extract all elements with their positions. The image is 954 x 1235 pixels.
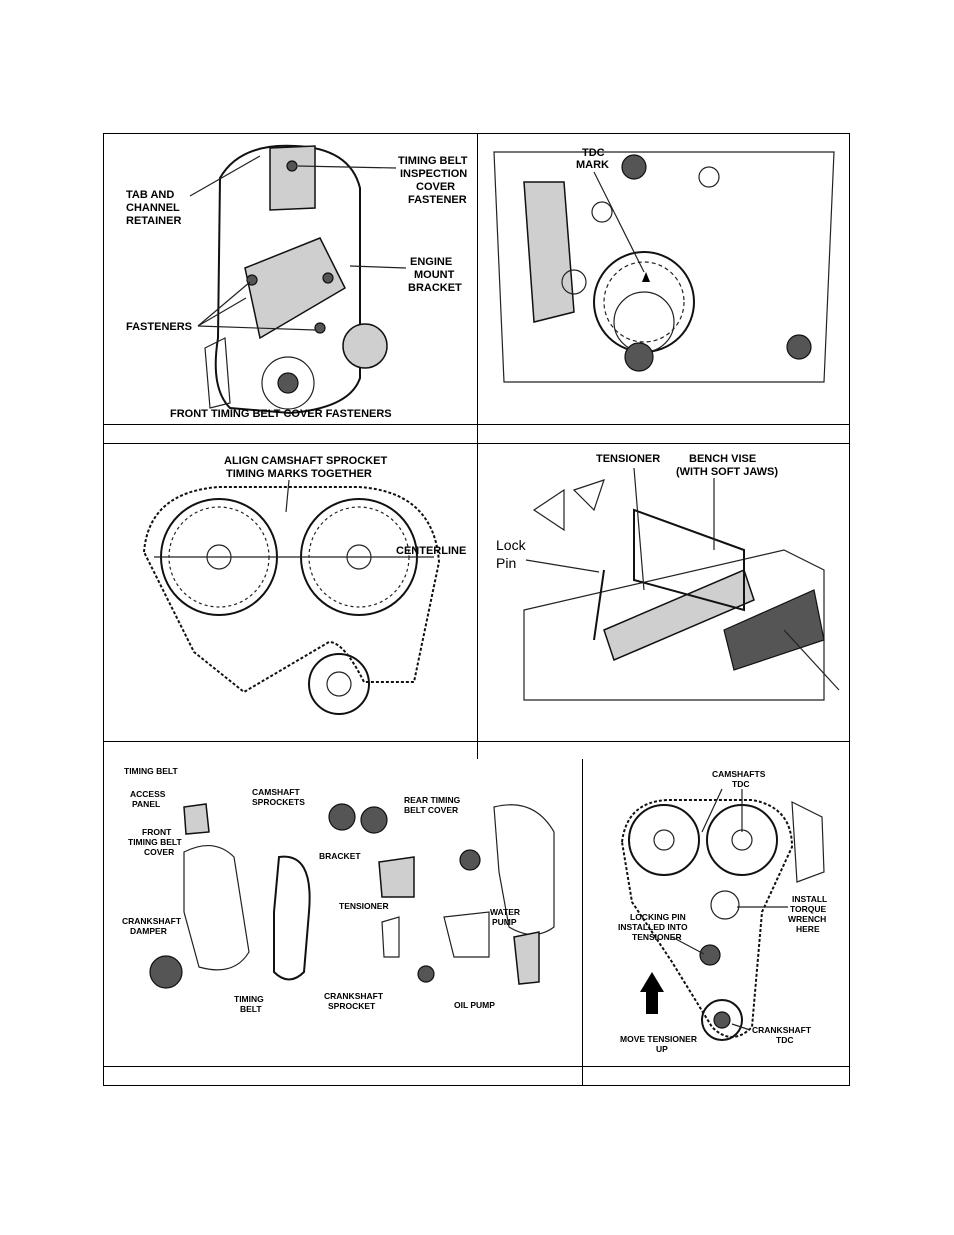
label-engine-mount-3: BRACKET [408,282,462,294]
label-install-3: WRENCH [788,914,826,924]
label-crank-sprocket-2: SPROCKET [328,1001,376,1011]
figure-tensioner-vise: TENSIONER BENCH VISE (WITH SOFT JAWS) Lo… [484,450,846,730]
label-cam-sprockets-1: CAMSHAFT [252,787,300,797]
label-align-2: TIMING MARKS TOGETHER [226,468,372,480]
label-crankshaft-tdc-2: TDC [776,1035,793,1045]
label-bench-vise-2: (WITH SOFT JAWS) [676,466,778,478]
figure-tdc-mark: TDC MARK [484,142,844,392]
label-camshafts-tdc-2: TDC [732,779,749,789]
label-centerline: CENTERLINE [396,545,466,557]
label-cam-sprockets-2: SPROCKETS [252,797,305,807]
label-front-cover-fasteners: FRONT TIMING BELT COVER FASTENERS [170,408,392,420]
label-camshafts-tdc-1: CAMSHAFTS [712,769,766,779]
label-rear-cover-2: BELT COVER [404,805,458,815]
label-crankshaft-damper-2: DAMPER [130,926,167,936]
label-install-1: INSTALL [792,894,827,904]
label-tab-channel-retainer-3: RETAINER [126,215,181,227]
label-bracket: BRACKET [319,851,361,861]
label-inspection-cover-4: FASTENER [408,194,467,206]
figure-align-cams: ALIGN CAMSHAFT SPROCKET TIMING MARKS TOG… [114,452,469,720]
label-tensioner: TENSIONER [596,453,660,465]
label-timing-belt-2: BELT [240,1004,262,1014]
label-inspection-cover-2: INSPECTION [400,168,467,180]
figure-front-cover: TAB AND CHANNEL RETAINER TIMING BELT INS… [110,138,470,422]
label-tensioner: TENSIONER [339,901,389,911]
label-rear-cover-1: REAR TIMING [404,795,461,805]
label-locking-pin-3: TENSIONER [632,932,682,942]
label-align-1: ALIGN CAMSHAFT SPROCKET [224,455,387,467]
label-oil-pump: OIL PUMP [454,1000,495,1010]
row-divider-1b [104,443,849,444]
label-engine-mount-1: ENGINE [410,256,452,268]
engine-cover-drawing [204,144,388,415]
label-install-4: HERE [796,924,820,934]
row-divider-2a [104,741,849,742]
row-divider-1a [104,424,849,425]
label-tab-channel-retainer-1: TAB AND [126,189,174,201]
label-water-pump-2: PUMP [492,917,517,927]
label-inspection-cover-3: COVER [416,181,455,193]
label-inspection-cover-1: TIMING BELT [398,155,468,167]
tdc-tensioner-drawing [620,799,825,1041]
label-front-cover-1: FRONT [142,827,172,837]
bench-vise-drawing [523,479,840,701]
row-divider-3a [104,1066,849,1067]
label-locking-pin-1: LOCKING PIN [630,912,686,922]
figure-grid: TAB AND CHANNEL RETAINER TIMING BELT INS… [103,133,850,1086]
label-crankshaft-tdc-1: CRANKSHAFT [752,1025,812,1035]
label-pin: Pin [496,555,516,571]
label-move-tensioner-1: MOVE TENSIONER [620,1034,697,1044]
cam-sprockets-drawing [142,486,441,715]
label-engine-mount-2: MOUNT [414,269,455,281]
label-timing-belt-title: TIMING BELT [124,766,178,776]
label-front-cover-3: COVER [144,847,174,857]
crank-sprocket-drawing [493,151,835,383]
exploded-parts-drawing [149,803,555,989]
label-move-tensioner-2: UP [656,1044,668,1054]
label-timing-belt-1: TIMING [234,994,264,1004]
label-install-2: TORQUE [790,904,827,914]
label-locking-pin-2: INSTALLED INTO [618,922,688,932]
label-water-pump-1: WATER [490,907,520,917]
label-fasteners: FASTENERS [126,321,192,333]
figure-tdc-tensioner: CAMSHAFTS TDC INSTALL TORQUE WRENCH HERE… [592,762,844,1062]
label-crank-sprocket-1: CRANKSHAFT [324,991,384,1001]
label-bench-vise-1: BENCH VISE [689,453,756,465]
col-divider-top [477,134,478,759]
label-crankshaft-damper-1: CRANKSHAFT [122,916,182,926]
label-front-cover-2: TIMING BELT [128,837,182,847]
col-divider-bottom [582,759,583,1085]
label-lock: Lock [496,537,527,553]
label-tdc-1: TDC [582,147,605,159]
label-access-panel-2: PANEL [132,799,160,809]
label-tdc-2: MARK [576,159,609,171]
label-tab-channel-retainer-2: CHANNEL [126,202,180,214]
label-access-panel-1: ACCESS [130,789,166,799]
figure-exploded-timing-belt: TIMING BELT ACCESS PANEL FRONT TIMING BE… [114,762,574,1022]
